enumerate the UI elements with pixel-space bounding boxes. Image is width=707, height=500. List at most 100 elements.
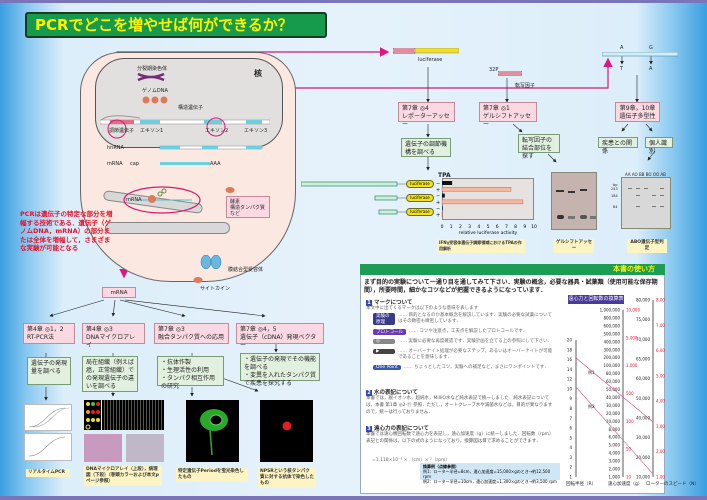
guide-panel-header: 本書の使い方 — [360, 264, 665, 275]
sec2-number: 2 — [366, 390, 372, 396]
g-tick-label: 40,000 — [606, 395, 620, 400]
sec3-number: 3 — [366, 426, 372, 432]
structural-gene-label: 構造遺伝子 — [178, 105, 204, 111]
g-tick-red-label: 1,000 — [626, 363, 638, 368]
chart-tpa-label: + — [436, 213, 440, 219]
sec1-number: 1 — [366, 300, 372, 306]
nomogram: 2018161412109876543211,000,000800,000600… — [567, 298, 665, 480]
snp-a2-label: A — [649, 66, 653, 72]
branch-identification: 個人識別 — [645, 137, 673, 155]
radius-tick-label: 14 — [567, 367, 573, 372]
radius-tick-label: 8 — [569, 406, 572, 411]
cytokine-icon — [193, 277, 203, 283]
g-tick-label: 8,000 — [609, 427, 621, 432]
caption-fusion-protein: 特定遺伝子Periodを蛍光染色したもの — [176, 468, 248, 482]
desc-box-microarray: 局在組織（例えば癌，正常組織）での発現遺伝子の違いを調べる — [82, 356, 138, 392]
nucleosome-icon — [142, 96, 168, 104]
g-tick-red-label: 5,000 — [626, 335, 638, 340]
receptor-icon — [200, 255, 222, 269]
g-tick-label: 10,000 — [606, 419, 620, 424]
fluorescent-cell-red-image — [260, 400, 313, 462]
chart-xtick-label: 9 — [523, 224, 526, 230]
microarray-chip-image — [102, 400, 164, 430]
example-title: 換算例（点線参照） — [423, 464, 459, 469]
g-tick-label: 200,000 — [603, 355, 620, 360]
chart-bar — [441, 187, 512, 192]
snp-t-label: T — [620, 66, 624, 72]
pathology-image-1 — [84, 434, 122, 462]
fluorescent-cell-green-image — [186, 400, 239, 462]
desc-box-rtpcr: 遺伝子の発現量を調べる — [27, 357, 71, 385]
chart-plot-area — [442, 178, 534, 220]
chart-xtick-label: 3 — [468, 224, 471, 230]
snp-a-label: A — [620, 45, 624, 51]
chart-xtick-label: 0 — [441, 224, 444, 230]
marks-list: 実験の原理…… 目的となるのか基本概念を解説しています．実験の必要な試薬について… — [373, 313, 553, 375]
probe-label: 32P — [489, 67, 499, 73]
radius-tick-label: 2 — [569, 465, 572, 470]
example-1: 例1：ローター半径=8cm，遠心加速度=15,000×gのとき→約12,500 … — [423, 469, 551, 479]
chart-xlabel: relative luciferase activity — [458, 231, 518, 236]
speed-tick-label: 10,000 — [636, 475, 650, 480]
marker-bp: bp — [613, 183, 618, 187]
speed-tick-red-label: 2,000 — [656, 449, 665, 454]
chart-bar — [442, 206, 443, 211]
mark-description: …… 実験に必要な再度確認です．実験計画を立てる上の参照にして下さい． — [398, 339, 553, 344]
desc-box-gelshift: 転写因子の結合部位を探す — [518, 134, 560, 160]
g-tick-label: 3,000 — [609, 459, 621, 464]
speed-tick-label: 80,000 — [636, 298, 650, 303]
mark-row: One Point…… ちょっとしたコツ，実験への補足など，まさにワンポイントで… — [373, 365, 553, 371]
g-tick-red-label: 50 — [626, 447, 632, 452]
radius-tick-label: 9 — [569, 396, 572, 401]
cytokine-label: サイトカイン — [200, 286, 231, 292]
example1-label: 例1 — [588, 369, 595, 375]
g-tick-label: 5,000 — [609, 443, 621, 448]
promoter-label: 調節遺伝子 — [109, 128, 135, 134]
example1-line — [575, 357, 654, 423]
radius-tick-label: 18 — [567, 347, 573, 352]
chart-title: TPA — [438, 172, 451, 179]
marker-84: 84 — [613, 205, 618, 209]
g-tick-red-label: 100 — [626, 419, 634, 424]
g-tick-label: 4,000 — [609, 451, 621, 456]
g-tick-label: 800,000 — [603, 315, 620, 320]
ribosome-diagram — [123, 186, 201, 214]
guide-intro: まず目的の実験について一通り目を通してみて下さい．実験の概念，必要な器具・試薬類… — [364, 279, 658, 294]
gelshift-gel-image — [551, 172, 597, 230]
marker-243: 243 — [611, 187, 618, 191]
pathology-image-2 — [126, 434, 164, 462]
axis2-label: 遠心加速度（g） — [608, 482, 643, 487]
speed-tick-label: 50,000 — [636, 396, 650, 401]
chart-xtick-label: 4 — [477, 224, 480, 230]
speed-tick-red-label: 4,000 — [656, 399, 665, 404]
mark-tag: プロトコール — [373, 329, 406, 335]
mark-row: ▶…… オーバーナイト処理が必要なステップ，あるいはオーバーナイトが可能であるこ… — [373, 349, 553, 361]
chart-tpa-label: + — [436, 200, 440, 206]
g-tick-label: 60,000 — [606, 379, 620, 384]
hnrna-label: hnRNA — [107, 145, 124, 151]
g-tick-label: 50,000 — [606, 387, 620, 392]
axis3-label: ローターのスピード（N） — [646, 482, 699, 487]
nucleus — [95, 58, 283, 148]
realtime-pcr-plot-2 — [24, 433, 72, 461]
speed-tick-red-label: 6,000 — [656, 348, 665, 353]
g-tick-label: 2,000 — [609, 467, 621, 472]
chart-xtick-label: 10 — [531, 224, 537, 230]
speed-tick-red-label: 3,000 — [656, 424, 665, 429]
mark-description: …… 目的となるのか基本概念を解説しています．実験の必要な試薬についてはその緻密… — [398, 313, 552, 324]
chromosome-icon — [137, 72, 165, 82]
luciferase-construct — [393, 48, 459, 54]
g-tick-label: 1,000 — [609, 475, 621, 480]
sec2-text: 本書では，脱イオン水，超純水，MilliQ水など純水表記で統一しました．純水表記… — [366, 396, 553, 415]
chart-tpa-label: − — [436, 181, 440, 187]
radius-tick-label: 6 — [569, 426, 572, 431]
mark-tag: ◎ — [373, 339, 395, 344]
example-2: 例2：ローター半径=10cm，遠心加速度=1,300×gのとき→約3,500 r… — [423, 479, 557, 484]
